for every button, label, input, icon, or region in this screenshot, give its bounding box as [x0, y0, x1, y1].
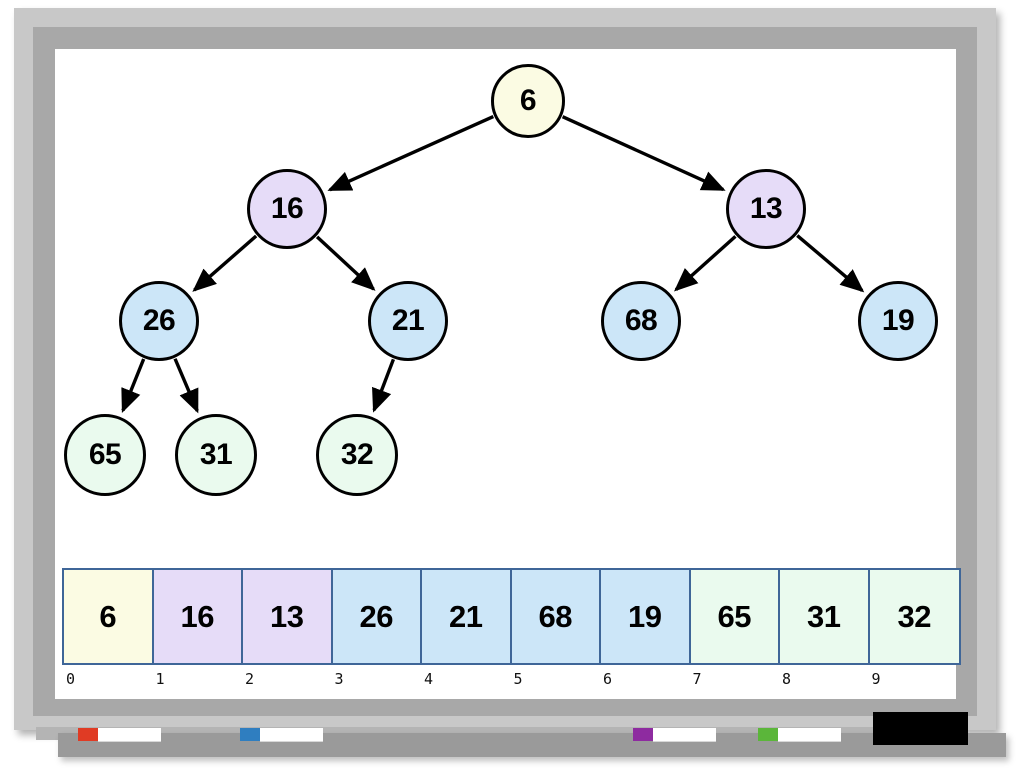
tree-node-26[interactable]: 26 [119, 281, 199, 361]
marker-purple-body [653, 728, 716, 742]
tree-node-13[interactable]: 13 [726, 169, 806, 249]
array-cell-6[interactable]: 19 [601, 570, 691, 663]
array-index-label-1: 1 [155, 670, 165, 688]
tree-node-6[interactable]: 6 [491, 64, 565, 138]
array-cell-8[interactable]: 31 [780, 570, 870, 663]
tree-node-32[interactable]: 32 [316, 414, 398, 496]
array-index-label-7: 7 [692, 670, 702, 688]
marker-red-cap [78, 728, 98, 741]
array-index-label-2: 2 [245, 670, 255, 688]
marker-red-body [98, 728, 161, 742]
array-cell-5[interactable]: 68 [511, 570, 601, 663]
array-index-label-6: 6 [603, 670, 613, 688]
tree-node-68[interactable]: 68 [601, 281, 681, 361]
marker-blue-cap [240, 728, 260, 741]
tree-node-16[interactable]: 16 [247, 169, 327, 249]
array-cell-7[interactable]: 65 [690, 570, 780, 663]
marker-green-cap [758, 728, 778, 741]
array-index-label-4: 4 [424, 670, 434, 688]
heap-array-index-labels: 0 1 2 3 4 5 6 7 8 9 [62, 670, 957, 690]
array-cell-1[interactable]: 16 [153, 570, 243, 663]
array-cell-9[interactable]: 32 [869, 570, 959, 663]
marker-blue-body [260, 728, 323, 742]
marker-green[interactable] [758, 728, 841, 742]
tree-node-19[interactable]: 19 [858, 281, 938, 361]
array-cell-2[interactable]: 13 [243, 570, 333, 663]
tree-node-65[interactable]: 65 [64, 414, 146, 496]
marker-green-body [778, 728, 841, 742]
array-index-label-8: 8 [782, 670, 792, 688]
marker-blue[interactable] [240, 728, 323, 742]
array-index-label-0: 0 [66, 670, 76, 688]
marker-purple[interactable] [633, 728, 716, 742]
array-cell-0[interactable]: 6 [64, 570, 154, 663]
tree-node-31[interactable]: 31 [175, 414, 257, 496]
array-cell-4[interactable]: 21 [422, 570, 512, 663]
marker-purple-cap [633, 728, 653, 741]
whiteboard-eraser[interactable] [873, 712, 968, 745]
marker-tray [58, 733, 1006, 757]
array-index-label-9: 9 [871, 670, 881, 688]
array-index-label-5: 5 [513, 670, 523, 688]
tree-node-21[interactable]: 21 [368, 281, 448, 361]
array-index-label-3: 3 [334, 670, 344, 688]
marker-red[interactable] [78, 728, 161, 742]
array-cell-3[interactable]: 26 [332, 570, 422, 663]
